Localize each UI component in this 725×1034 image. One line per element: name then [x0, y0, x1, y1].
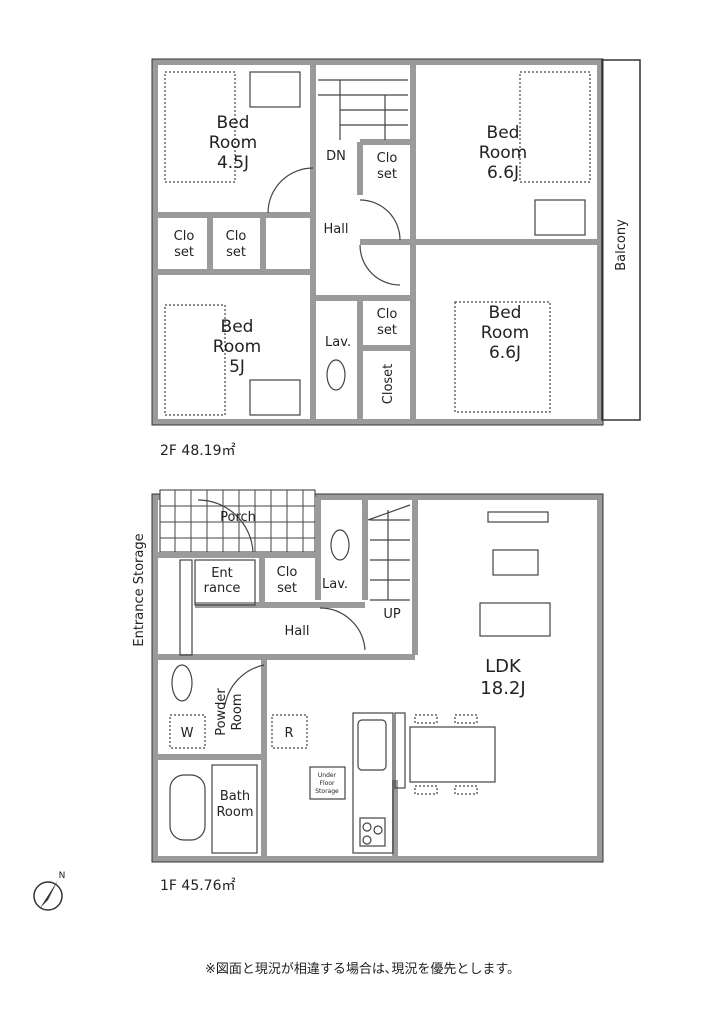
sink-icon: [357, 719, 387, 771]
label-up: UP: [383, 607, 401, 622]
label-balcony: Balcony: [614, 219, 629, 271]
stove-icon: [359, 817, 386, 847]
area-1f: 1F 45.76㎡: [160, 878, 236, 894]
label-dn: DN: [326, 149, 346, 164]
label-lav: Lav.: [322, 577, 348, 592]
disclaimer-note: ※図面と現況が相違する場合は､現況を優先とします。: [204, 962, 521, 977]
compass: N: [33, 871, 66, 911]
washbasin-icon: [171, 664, 193, 702]
porch-tiles: [159, 489, 316, 553]
compass-north-label: N: [59, 871, 66, 881]
wall-1f-outer: [152, 494, 603, 862]
desk: [534, 199, 586, 236]
stairs-2f: [318, 79, 408, 140]
table: [492, 549, 539, 576]
sofa: [479, 602, 551, 637]
label-entrance-storage: Entrance Storage: [132, 533, 147, 646]
washer-space: [169, 714, 206, 749]
tv-stand: [487, 511, 549, 523]
kitchen-counter: [352, 712, 394, 854]
toilet-icon: [326, 359, 346, 391]
stairs-1f: [367, 504, 411, 601]
fridge-space: [271, 714, 308, 749]
bed: [164, 304, 226, 416]
label-powder-room: PowderRoom: [214, 688, 245, 736]
label-fridge: R: [284, 726, 293, 741]
label-washer: W: [181, 726, 194, 741]
label-hall: Hall: [285, 624, 310, 639]
bathtub-icon: [169, 774, 206, 841]
toilet-icon: [330, 529, 350, 561]
bed: [454, 301, 551, 413]
desk: [249, 379, 301, 416]
under-floor-storage: [309, 766, 346, 800]
area-2f: 2F 48.19㎡: [160, 443, 236, 459]
balcony: [601, 59, 641, 421]
dining-table: [409, 726, 496, 783]
label-hall: Hall: [324, 222, 349, 237]
label-lav: Lav.: [325, 335, 351, 350]
compass-icon: [33, 881, 63, 911]
bed: [519, 71, 591, 183]
door-swing: [267, 167, 314, 214]
label-porch: Porch: [220, 510, 256, 525]
bed: [164, 71, 236, 183]
desk: [249, 71, 301, 108]
label-closet-vertical: Closet: [381, 364, 396, 405]
